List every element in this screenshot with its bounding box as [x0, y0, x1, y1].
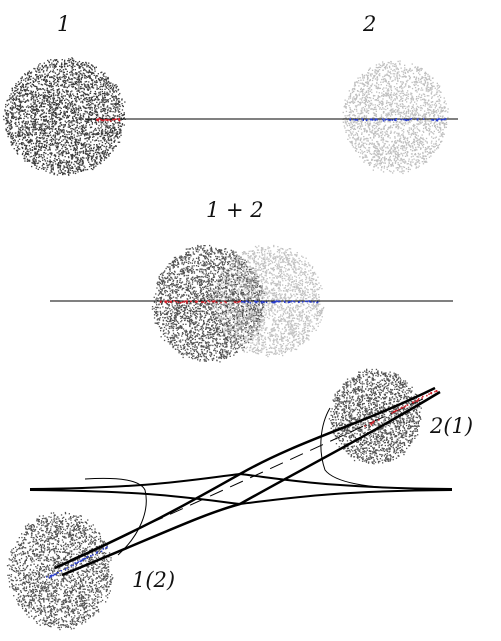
panel-bottom — [7, 369, 452, 631]
diagonal-edge-lower — [62, 392, 440, 575]
cloud-1-dark — [3, 57, 126, 176]
label-2-of-1: 2(1) — [430, 416, 473, 437]
cloud-lower-left — [7, 512, 114, 630]
label-1-plus-2: 1 + 2 — [206, 200, 264, 221]
asymptote-lower — [30, 490, 452, 504]
cloud-2-light — [343, 60, 449, 174]
cloud-upper-right — [329, 369, 422, 465]
label-2: 2 — [363, 14, 376, 35]
panel-top — [3, 57, 458, 176]
panel-middle — [50, 245, 453, 363]
label-1-of-2: 1(2) — [132, 570, 175, 591]
streak-1-red — [96, 118, 120, 122]
label-1: 1 — [57, 14, 70, 35]
